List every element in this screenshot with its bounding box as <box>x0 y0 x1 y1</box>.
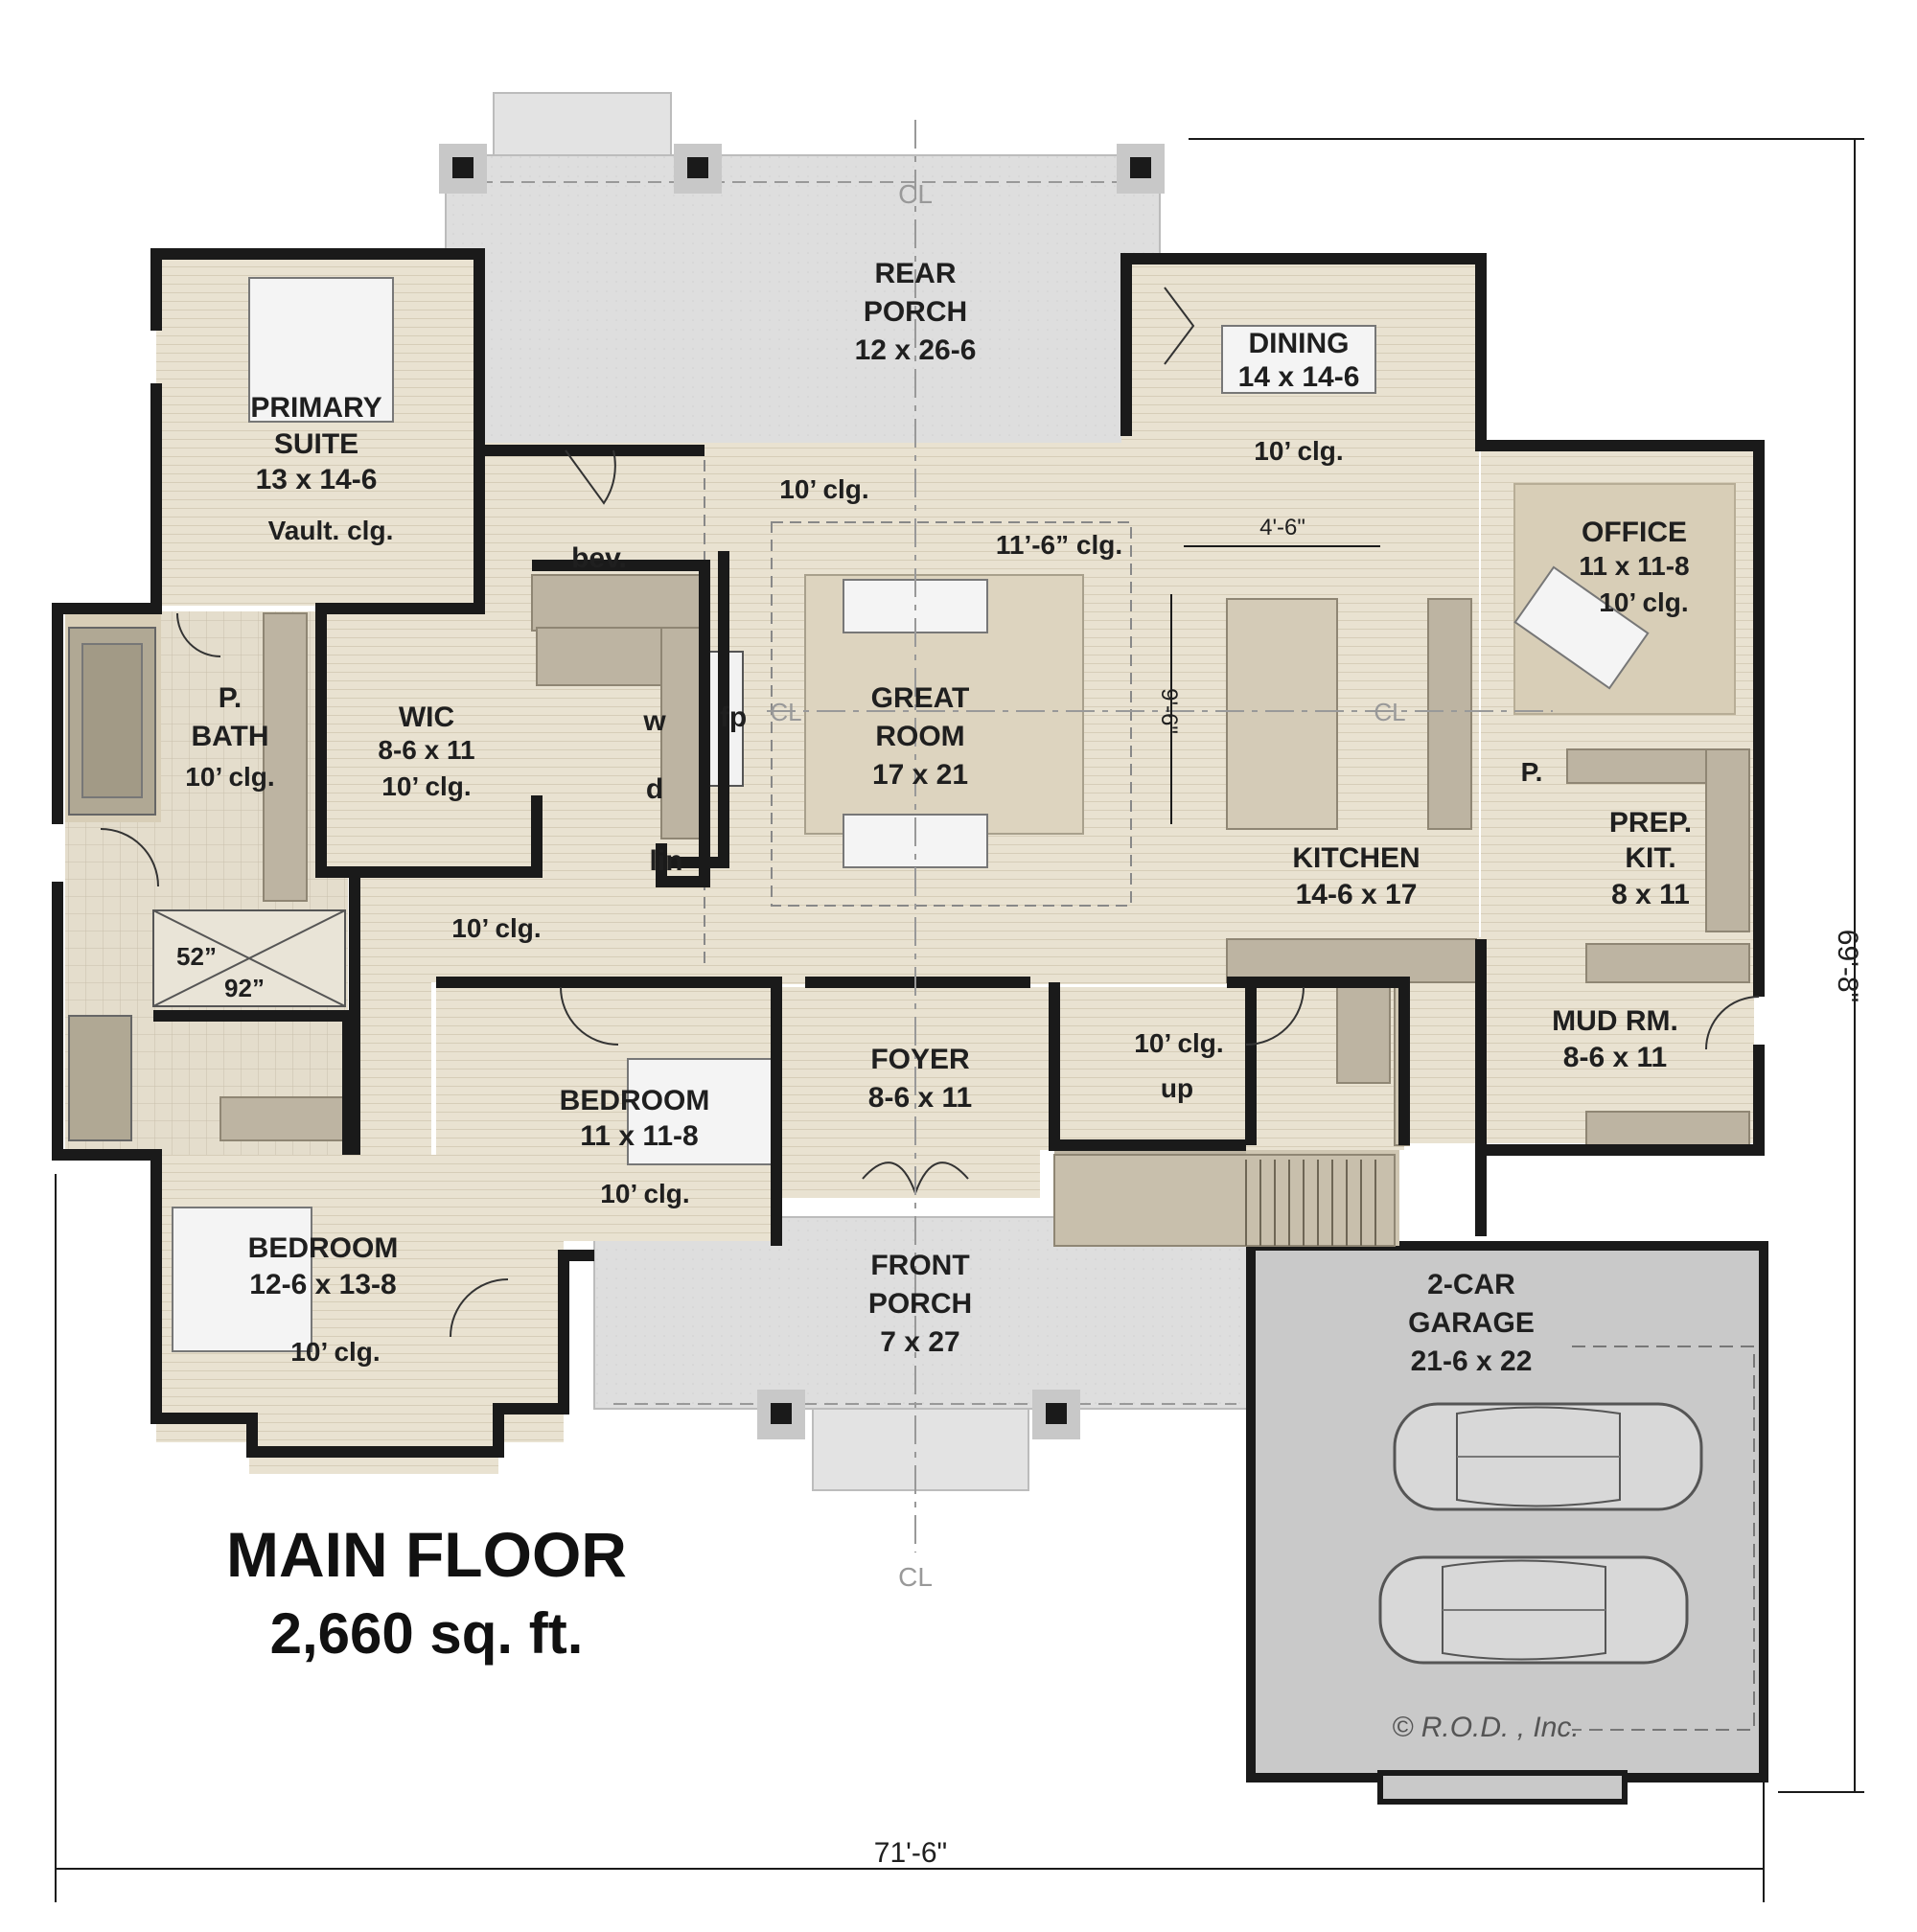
office-name: OFFICE <box>1582 517 1687 548</box>
floor-areas <box>65 259 1754 1474</box>
linen-label: lin <box>650 845 683 877</box>
mud-name: MUD RM. <box>1552 1005 1678 1037</box>
office-size: 11 x 11-8 <box>1579 551 1689 581</box>
bath-name2: BATH <box>191 721 268 752</box>
wic-size: 8-6 x 11 <box>378 735 474 765</box>
kitchen-size: 14-6 x 17 <box>1296 879 1418 910</box>
dimension-labels: 71'-6" 69'-8" <box>874 930 1863 1869</box>
front-porch-name1: FRONT <box>870 1250 969 1281</box>
shower-width: 52” <box>176 942 217 971</box>
primary-clg: Vault. clg. <box>268 516 394 545</box>
garage-size: 21-6 x 22 <box>1411 1346 1533 1377</box>
prep-size: 8 x 11 <box>1611 879 1690 910</box>
hall-clg: 10’ clg. <box>451 913 541 943</box>
title-line1: MAIN FLOOR <box>226 1519 627 1590</box>
foyer-size: 8-6 x 11 <box>868 1082 972 1114</box>
front-porch-name2: PORCH <box>868 1288 972 1320</box>
wic-name: WIC <box>399 702 454 733</box>
front-porch <box>593 1216 1252 1491</box>
great-clg2: 10’ clg. <box>779 474 868 504</box>
prep-name1: PREP. <box>1609 807 1692 839</box>
car-icon <box>1393 1402 1703 1511</box>
shower-depth: 92” <box>224 974 265 1002</box>
pantry-label: P. <box>1521 757 1543 787</box>
car-icon <box>1378 1555 1689 1665</box>
office-clg: 10’ clg. <box>1599 587 1688 617</box>
mud-size: 8-6 x 11 <box>1563 1042 1667 1073</box>
stair-up: up <box>1161 1073 1193 1103</box>
bath-clg: 10’ clg. <box>185 762 274 792</box>
prep-name2: KIT. <box>1625 842 1675 874</box>
copyright: © R.O.D. , Inc. <box>1392 1712 1579 1743</box>
centerline-mark: CL <box>898 1562 933 1592</box>
centerline-mark: CL <box>1374 698 1405 726</box>
washer-label: w <box>642 705 666 737</box>
stair-treads <box>1245 1160 1376 1246</box>
wic-clg: 10’ clg. <box>381 771 471 801</box>
island-width: 4'-6" <box>1259 515 1305 540</box>
bedroom2-name: BEDROOM <box>248 1232 399 1264</box>
kitchen-name: KITCHEN <box>1292 842 1420 874</box>
fixtures <box>68 277 1750 1352</box>
dining-clg: 10’ clg. <box>1254 436 1343 466</box>
primary-name1: PRIMARY <box>250 392 381 424</box>
rear-porch-name2: PORCH <box>864 296 967 328</box>
bev-label: bev. <box>571 542 627 574</box>
bedroom1-size: 11 x 11-8 <box>580 1120 698 1152</box>
title-line2: 2,660 sq. ft. <box>270 1601 584 1666</box>
bedroom1-name: BEDROOM <box>560 1085 710 1116</box>
overall-depth: 69'-8" <box>1832 930 1863 1002</box>
dimension-lines <box>55 138 1864 1902</box>
foyer-name: FOYER <box>870 1044 970 1075</box>
great-size: 17 x 21 <box>872 759 968 791</box>
primary-size: 13 x 14-6 <box>256 464 378 495</box>
walls <box>52 248 1765 1458</box>
rear-porch <box>439 92 1165 448</box>
primary-name2: SUITE <box>274 428 358 460</box>
centerlines <box>767 120 1553 1552</box>
dryer-label: d <box>646 773 663 805</box>
doors <box>100 287 1760 1338</box>
great-name2: ROOM <box>875 721 964 752</box>
bedroom2-size: 12-6 x 13-8 <box>249 1269 396 1300</box>
overall-width: 71'-6" <box>874 1837 947 1869</box>
garage-name2: GARAGE <box>1408 1307 1535 1339</box>
bath-name1: P. <box>219 682 242 714</box>
great-name1: GREAT <box>871 682 970 714</box>
centerline-mark: CL <box>770 698 801 726</box>
great-clg: 11’-6” clg. <box>996 530 1122 560</box>
stair-clg: 10’ clg. <box>1134 1028 1223 1058</box>
bedroom2-clg: 10’ clg. <box>290 1337 380 1367</box>
dining-size: 14 x 14-6 <box>1238 361 1360 393</box>
dining-name: DINING <box>1249 328 1350 359</box>
rear-porch-size: 12 x 26-6 <box>855 334 977 366</box>
fireplace-label: fp <box>720 702 747 733</box>
room-labels: REAR PORCH 12 x 26-6 DINING 14 x 14-6 10… <box>185 258 1692 1377</box>
garage <box>1246 1241 1768 1805</box>
plan-title: MAIN FLOOR 2,660 sq. ft. <box>226 1519 627 1666</box>
rear-porch-name1: REAR <box>874 258 956 289</box>
front-porch-size: 7 x 27 <box>880 1326 959 1358</box>
bedroom1-clg: 10’ clg. <box>600 1179 689 1208</box>
garage-name1: 2-CAR <box>1427 1269 1515 1300</box>
small-labels: bev. fp w d lin 52” 92” 9'-6" 4'-6" CL C… <box>176 179 1406 1592</box>
island-length: 9'-6" <box>1156 688 1182 734</box>
centerline-mark: CL <box>898 179 933 209</box>
